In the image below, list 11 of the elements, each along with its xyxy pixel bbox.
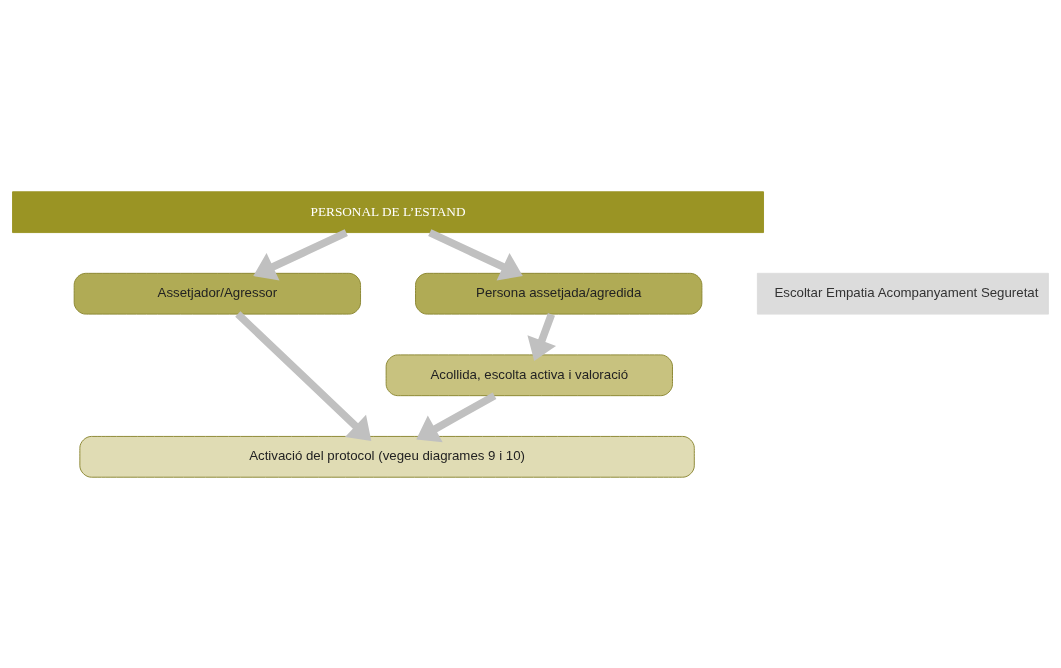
node-box: Persona assetjada/agredida [415,272,703,315]
node-box: Activació del protocol (vegeu diagrames 9 i 10) [79,435,695,478]
node-box: Acollida, escolta activa i valoració [385,353,673,396]
node-box: Assetjador/Agressor [73,272,361,315]
arrow [253,228,348,281]
node-box: PERSONAL DE L’ESTAND [12,190,764,233]
node-box: Escoltar Empatia Acompanyament Seguretat [756,272,1049,315]
arrow [235,310,372,441]
arrow [416,391,497,442]
arrow [527,312,557,361]
arrow [428,228,523,281]
